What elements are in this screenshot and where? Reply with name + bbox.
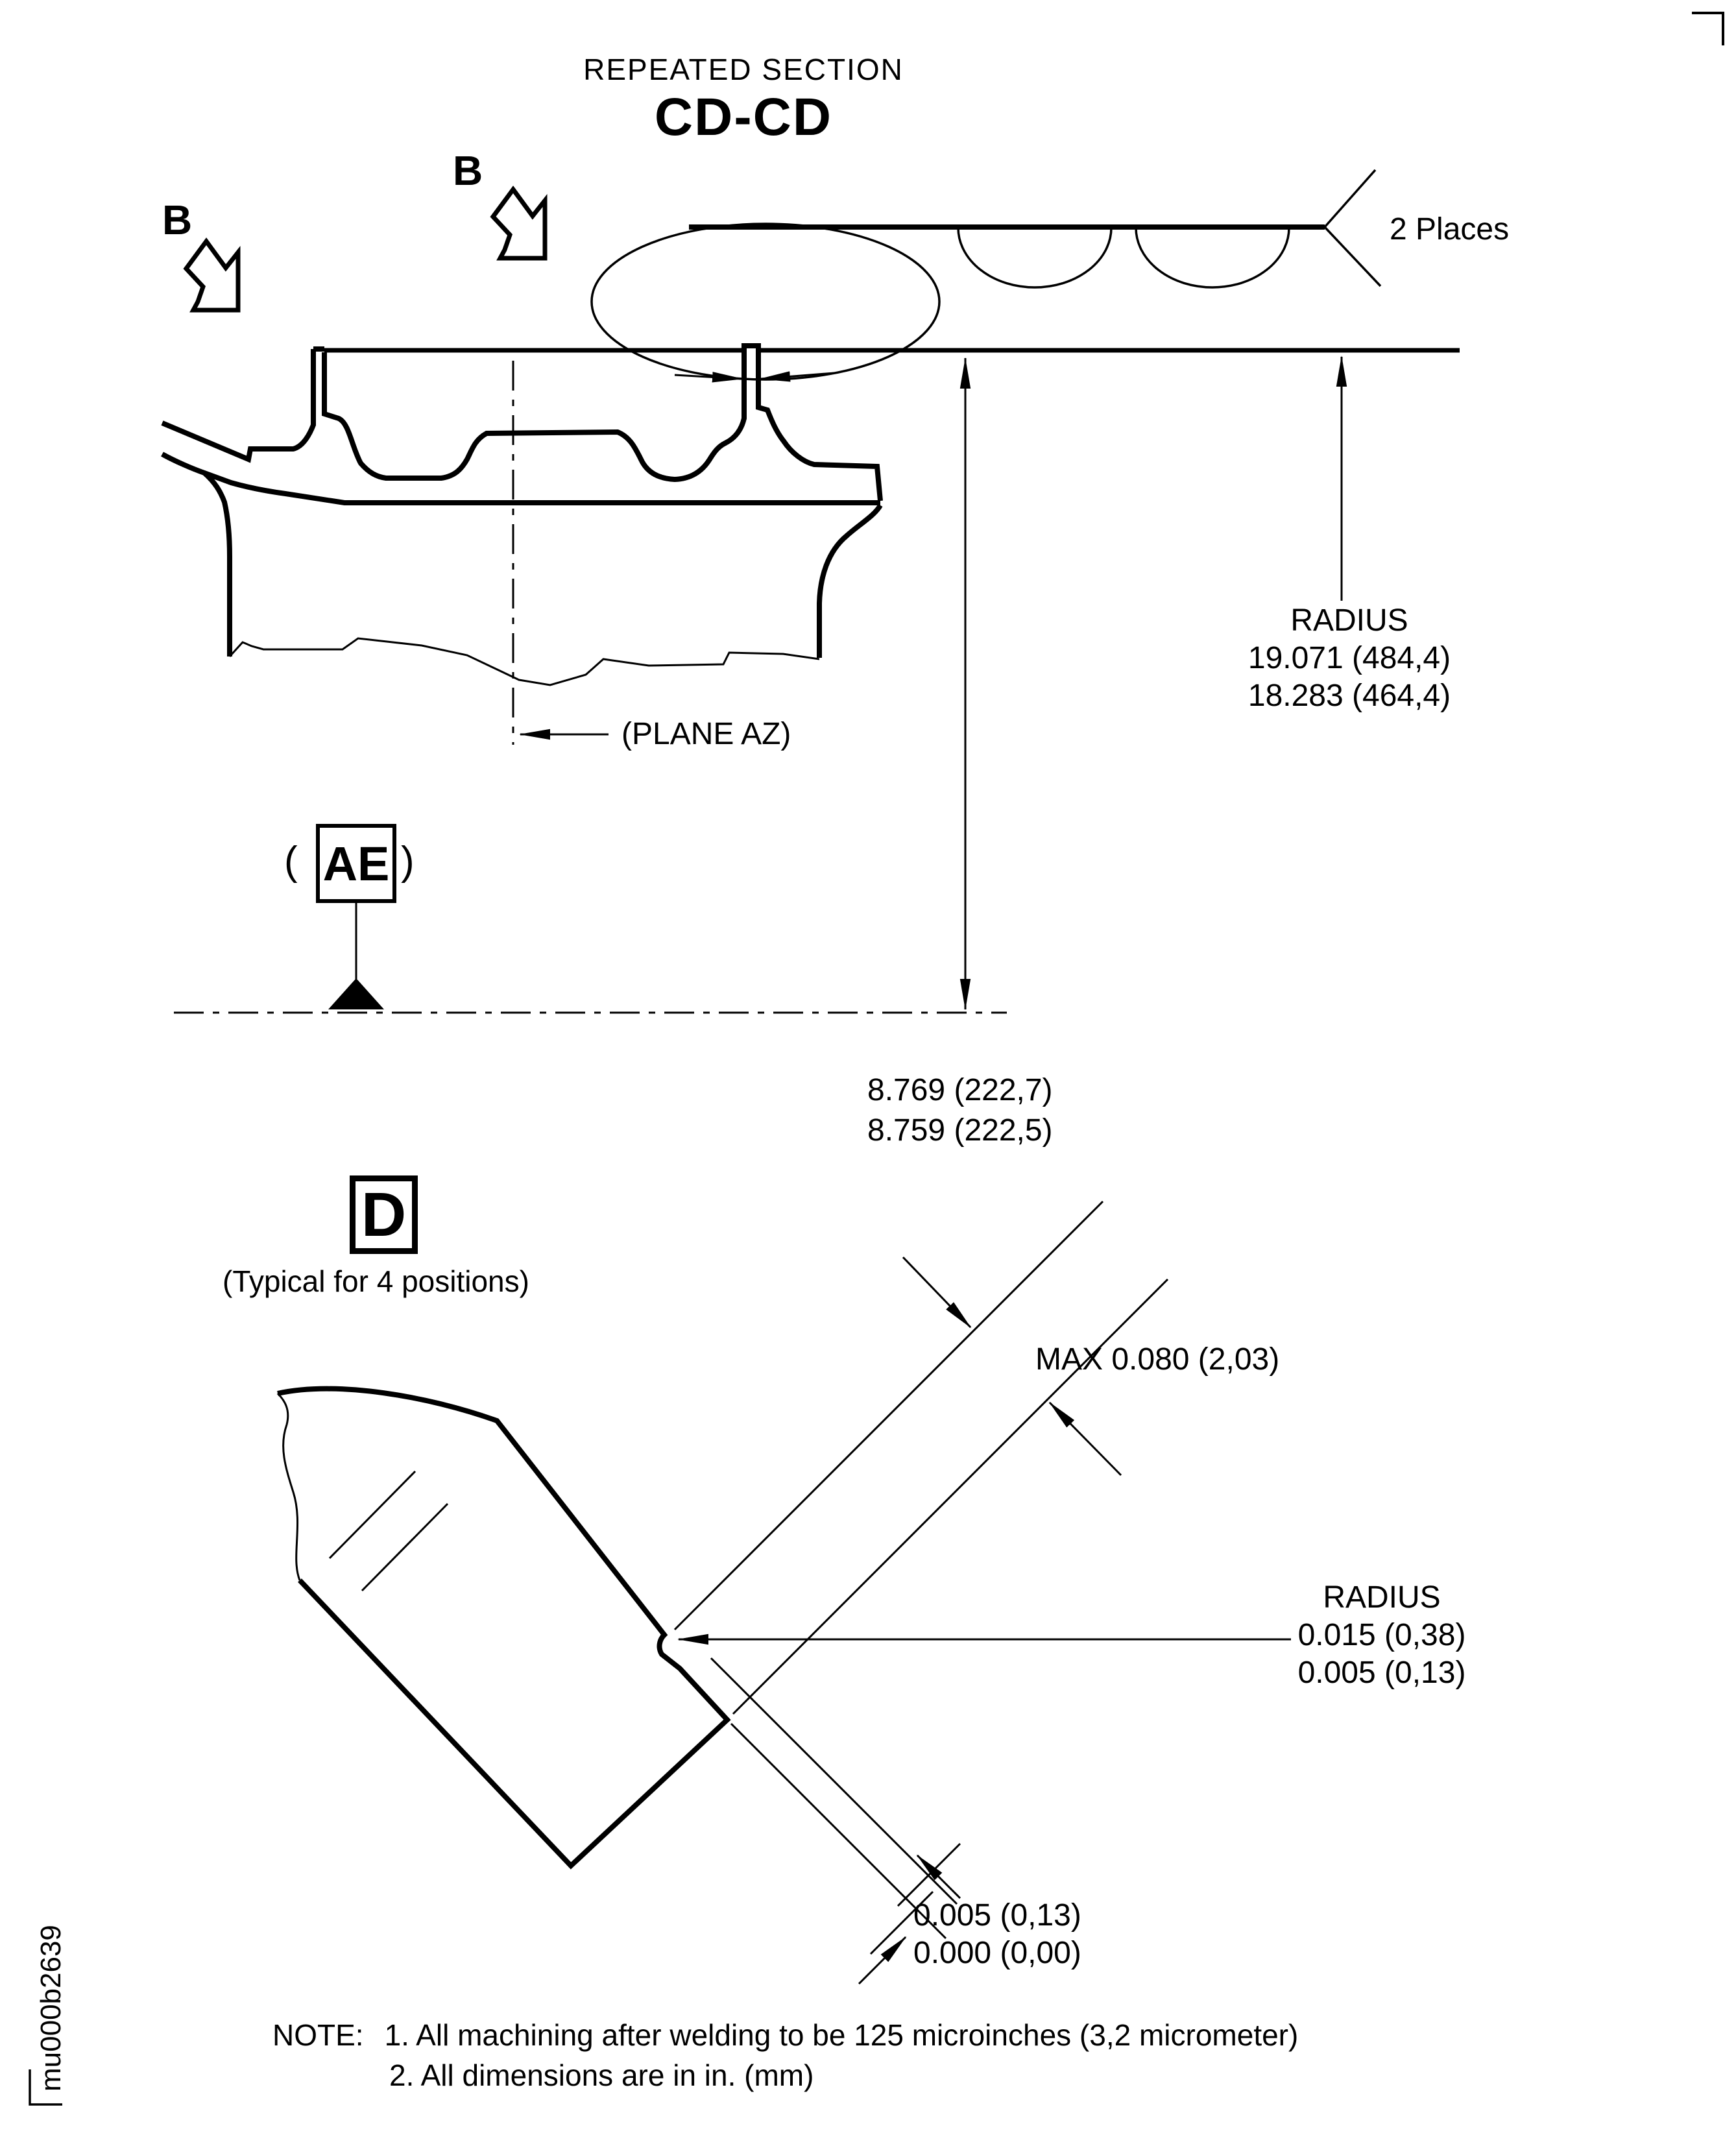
- weld-joint-lines: [328, 1470, 449, 1592]
- places-note: 2 Places: [1390, 212, 1510, 247]
- notes-heading: NOTE:: [272, 2018, 364, 2052]
- detail-part-outline: [277, 1386, 731, 1870]
- places-pointer-tails: [1323, 169, 1382, 287]
- notes-item-2: 2. All dimensions are in in. (mm): [389, 2058, 814, 2092]
- max-dim-arrow-upper: [902, 1256, 972, 1329]
- max-dim-text: MAX 0.080 (2,03): [1035, 1342, 1280, 1377]
- notes-line-1: NOTE: 1. All machining after welding to b…: [272, 2018, 1298, 2053]
- corner-mark-top-right: [1692, 12, 1724, 45]
- datum-open-paren: (: [284, 839, 298, 884]
- flush-dim-value-1: 0.005 (0,13): [913, 1898, 1081, 1933]
- detail-callout-box: D: [350, 1175, 418, 1254]
- datum-feature-box: AE: [316, 824, 396, 903]
- radius-lower-value-1: 0.015 (0,38): [1297, 1618, 1466, 1652]
- part-break-line: [228, 637, 820, 686]
- notes-item-1: 1. All machining after welding to be 125…: [384, 2018, 1299, 2052]
- radius-upper-label: RADIUS: [1290, 603, 1408, 638]
- detail-callout-label: D: [361, 1179, 407, 1249]
- height-dim-value-2: 8.759 (222,5): [867, 1113, 1053, 1148]
- stem-pointer-arrow-right: [759, 371, 835, 382]
- scallop-arc-1: [957, 227, 1113, 289]
- section-arrow-label-right: B: [453, 147, 483, 194]
- radius-upper-dim: RADIUS 19.071 (484,4) 18.283 (464,4): [1226, 602, 1473, 715]
- flush-dim-text: 0.005 (0,13) 0.000 (0,00): [913, 1897, 1081, 1972]
- flush-dim-value-2: 0.000 (0,00): [913, 1936, 1081, 1970]
- stem-pointer-arrow-left: [674, 372, 743, 383]
- part-lower-profile: [161, 452, 883, 658]
- plane-az-label: (PLANE AZ): [621, 717, 791, 751]
- datum-close-paren: ): [401, 839, 415, 884]
- radius-lower-dim: RADIUS 0.015 (0,38) 0.005 (0,13): [1281, 1579, 1482, 1692]
- height-dim-text: 8.769 (222,7) 8.759 (222,5): [867, 1070, 1053, 1151]
- detail-balloon-ellipse: [590, 223, 941, 381]
- detail-break-line: [276, 1392, 301, 1581]
- radius-lower-label: RADIUS: [1323, 1580, 1441, 1615]
- section-arrow-b-left: [183, 237, 241, 313]
- detail-typical-note: (Typical for 4 positions): [223, 1264, 529, 1298]
- document-id: mu000b2639: [35, 1925, 67, 2091]
- scallop-arc-2: [1135, 227, 1290, 289]
- radius-upper-value-1: 19.071 (484,4): [1248, 641, 1451, 675]
- max-dim-extension-lines: [673, 1200, 1169, 1715]
- view-title: REPEATED SECTION: [583, 53, 904, 86]
- datum-triangle: [328, 978, 384, 1009]
- radius-lower-value-2: 0.005 (0,13): [1297, 1656, 1466, 1690]
- flush-dim-arrow-upper: [916, 1854, 961, 1899]
- section-name: CD-CD: [654, 88, 833, 147]
- section-arrow-label-left: B: [162, 197, 193, 243]
- max-dim-arrow-lower: [1048, 1401, 1122, 1476]
- height-dim-value-1: 8.769 (222,7): [867, 1073, 1053, 1107]
- radius-upper-value-2: 18.283 (464,4): [1248, 679, 1451, 713]
- part-upper-profile: [161, 343, 883, 501]
- detail-d-view: [276, 1200, 1291, 1985]
- datum-feature-label: AE: [322, 836, 390, 891]
- main-section-view: [161, 169, 1460, 1014]
- section-arrow-b-right: [490, 186, 548, 261]
- flush-dim-arrow-lower: [858, 1936, 907, 1985]
- corner-mark-bottom-left: [29, 2069, 62, 2106]
- flush-dim-extension-lines: [710, 1657, 958, 1940]
